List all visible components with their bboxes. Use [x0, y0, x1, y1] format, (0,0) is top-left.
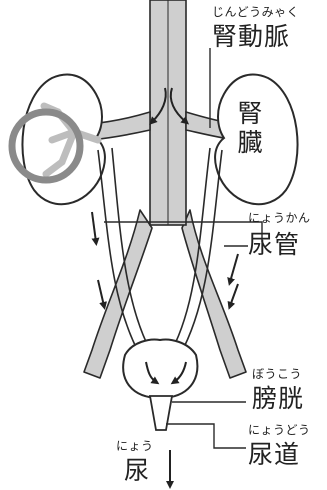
- urethra-label: 尿道: [248, 442, 300, 467]
- renal-artery-reading: じんどうみゃく: [212, 6, 299, 18]
- aorta: [150, 0, 186, 225]
- renal-artery-label: 腎動脈: [212, 24, 290, 49]
- bladder-reading: ぼうこう: [252, 368, 302, 380]
- ureter-label: 尿管: [248, 232, 300, 257]
- urine-reading: にょう: [116, 440, 154, 452]
- ureter-reading: にょうかん: [248, 212, 311, 224]
- urethra-reading: にょうどう: [248, 424, 311, 436]
- bladder: [123, 340, 197, 398]
- urethra: [150, 396, 172, 430]
- bladder-label: 膀胱: [252, 386, 304, 411]
- kidney-label: 腎臓: [236, 100, 261, 158]
- urine-label: 尿: [124, 458, 150, 483]
